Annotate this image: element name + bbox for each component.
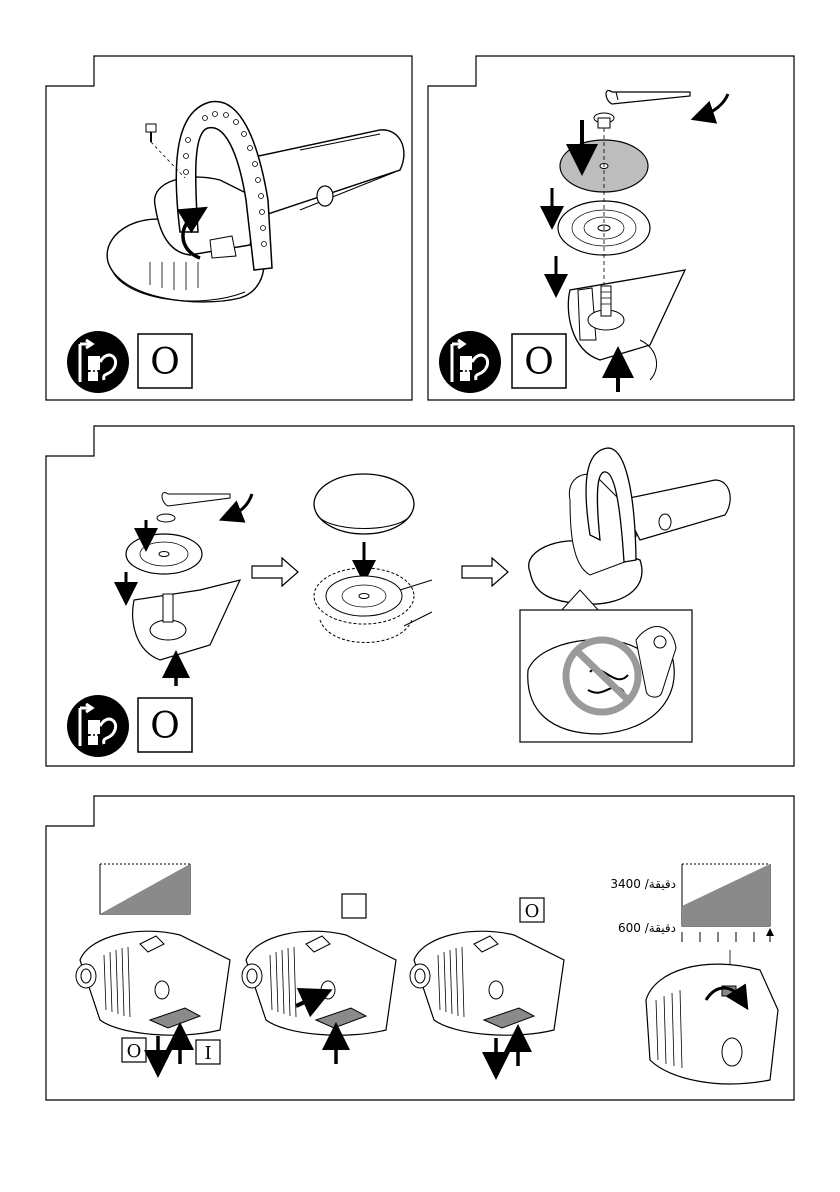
off-switch-letter: O xyxy=(524,342,554,383)
off-switch-letter: O xyxy=(150,706,180,747)
spanner-wrench xyxy=(606,91,728,116)
on-switch-letter: I xyxy=(204,1043,211,1064)
step-b-pad xyxy=(314,474,432,643)
warning-inset xyxy=(520,610,692,742)
panel-1: O xyxy=(46,56,412,400)
next-step-arrow xyxy=(462,558,508,586)
switch-housing xyxy=(242,931,396,1035)
step-a-assembly xyxy=(126,493,252,686)
panel-2: O xyxy=(428,56,794,400)
off-switch-letter: O xyxy=(525,901,540,922)
panel-4: O I O xyxy=(46,796,794,1100)
max-speed-label: 3400 /دقيقة xyxy=(610,877,676,891)
speed-ramp-graph xyxy=(100,864,190,914)
switch-housing xyxy=(410,931,564,1035)
speed-dial-graph xyxy=(676,864,776,942)
next-step-arrow xyxy=(252,558,298,586)
switch-housing xyxy=(76,931,230,1035)
off-switch-letter: O xyxy=(150,342,180,383)
panel-3: O xyxy=(46,426,794,766)
unplug-plug-icon xyxy=(67,695,129,757)
unplug-plug-icon xyxy=(67,331,129,393)
step-c-assembled xyxy=(529,448,731,612)
off-switch-letter: O xyxy=(127,1041,142,1062)
min-speed-label: 600 /دقيقة xyxy=(618,921,676,935)
polisher-head xyxy=(568,270,685,380)
unplug-plug-icon xyxy=(439,331,501,393)
speed-dial-housing xyxy=(646,964,778,1084)
empty-switch-box xyxy=(342,894,366,918)
